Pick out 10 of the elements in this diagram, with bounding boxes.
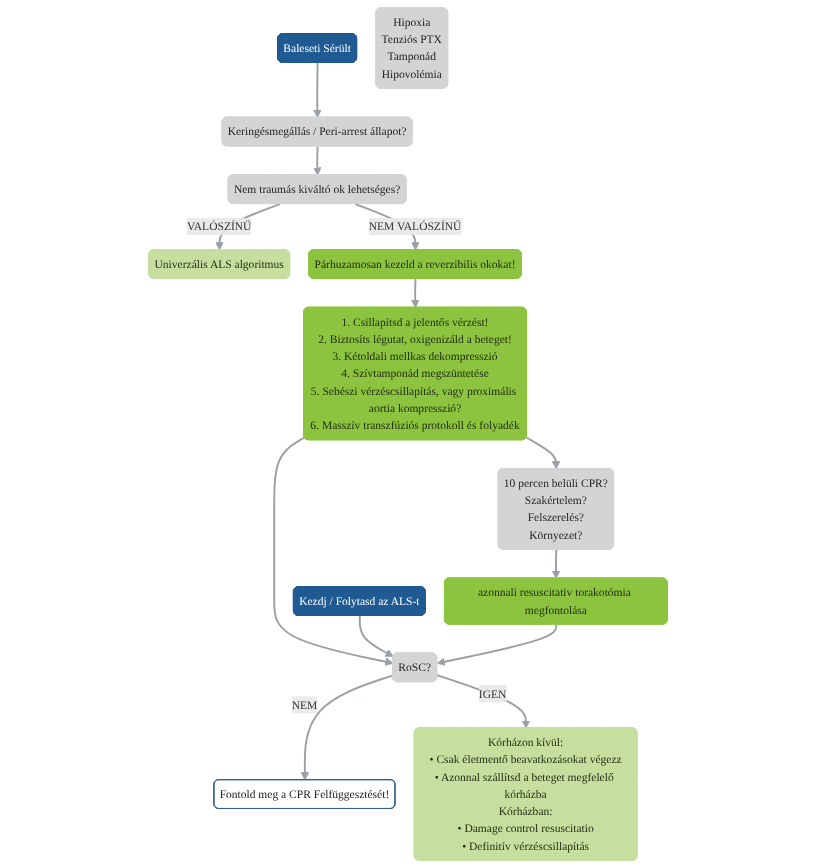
arrow [411, 277, 420, 309]
arrow [525, 436, 561, 470]
arrow [358, 615, 394, 657]
arrow [436, 674, 531, 729]
arrow [313, 61, 322, 118]
arrow [551, 548, 561, 579]
arrow [300, 674, 394, 781]
arrow [273, 436, 394, 666]
arrow [436, 623, 558, 666]
arrow [313, 145, 322, 176]
